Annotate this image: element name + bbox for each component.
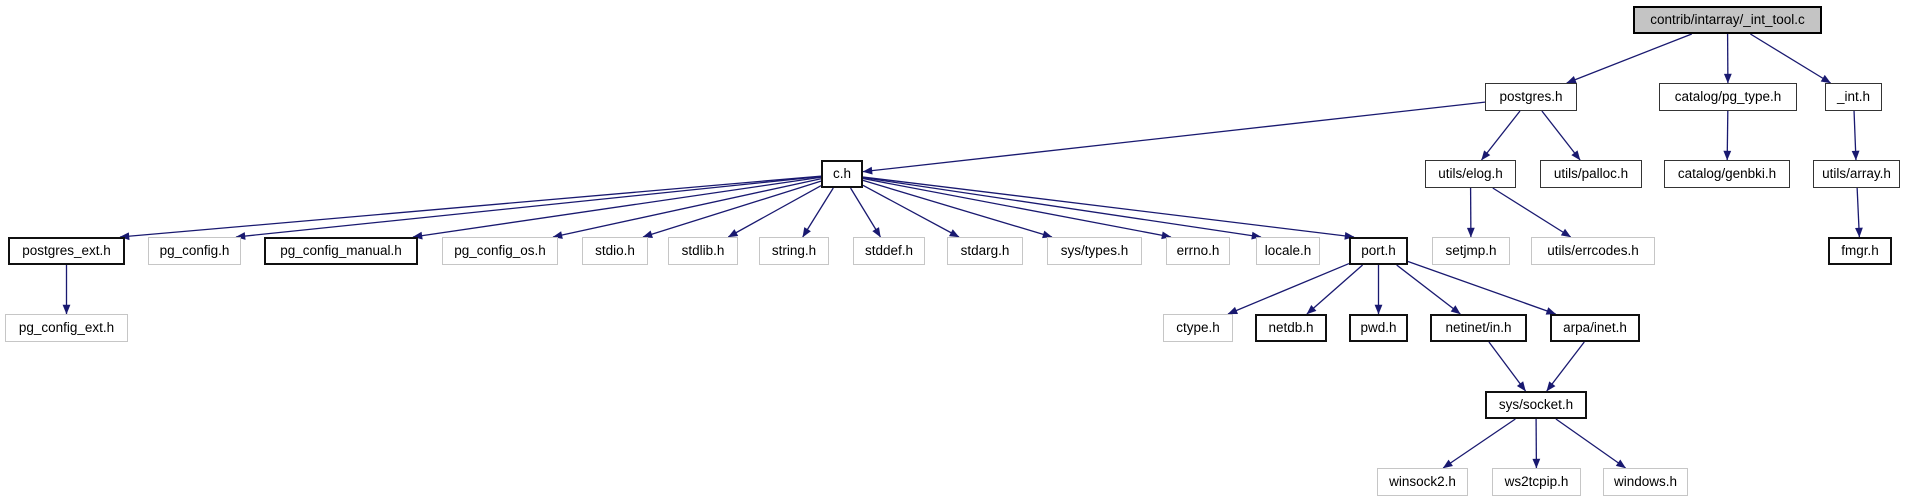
- graph-node-ws2tcpip_h[interactable]: ws2tcpip.h: [1492, 468, 1581, 496]
- include-edge-c_h--stddef_h: [849, 187, 882, 238]
- graph-node-pg_config_ext_h[interactable]: pg_config_ext.h: [5, 314, 128, 342]
- graph-node-postgres_ext_h[interactable]: postgres_ext.h: [8, 237, 125, 265]
- graph-node-int_h[interactable]: _int.h: [1825, 83, 1882, 111]
- graph-node-postgres_h[interactable]: postgres.h: [1485, 83, 1577, 111]
- include-edge-elog_h--errcodes_h: [1492, 187, 1572, 238]
- include-edge-arpa_inet_h--sys_socket_h: [1546, 341, 1585, 392]
- graph-node-pwd_h[interactable]: pwd.h: [1349, 314, 1408, 342]
- graph-node-array_h[interactable]: utils/array.h: [1813, 160, 1900, 188]
- include-edge-port_h--netinet_in_h: [1396, 264, 1461, 315]
- graph-node-fmgr_h[interactable]: fmgr.h: [1828, 237, 1892, 265]
- graph-node-stdlib_h[interactable]: stdlib.h: [668, 237, 738, 265]
- include-edge-c_h--stdio_h: [642, 180, 822, 238]
- include-edge-pg_type_h--genbki_h: [1723, 110, 1732, 161]
- graph-node-pg_config_manual_h[interactable]: pg_config_manual.h: [264, 237, 418, 265]
- graph-node-netinet_in_h[interactable]: netinet/in.h: [1430, 314, 1527, 342]
- graph-node-c_h[interactable]: c.h: [821, 160, 863, 188]
- include-edge-sys_socket_h--winsock2_h: [1442, 418, 1516, 469]
- graph-node-ctype_h[interactable]: ctype.h: [1163, 314, 1233, 342]
- graph-node-windows_h[interactable]: windows.h: [1603, 468, 1688, 496]
- include-edge-c_h--stdlib_h: [727, 185, 822, 238]
- graph-node-genbki_h[interactable]: catalog/genbki.h: [1664, 160, 1790, 188]
- include-edge-postgres_h--palloc_h: [1541, 110, 1581, 161]
- include-edge-c_h--errno_h: [862, 177, 1172, 240]
- graph-node-errcodes_h[interactable]: utils/errcodes.h: [1531, 237, 1655, 265]
- include-edge-c_h--port_h: [862, 176, 1355, 240]
- graph-node-arpa_inet_h[interactable]: arpa/inet.h: [1550, 314, 1640, 342]
- include-edge-port_h--arpa_inet_h: [1407, 260, 1557, 315]
- graph-node-pg_config_h[interactable]: pg_config.h: [148, 237, 241, 265]
- include-edge-port_h--ctype_h: [1227, 262, 1350, 315]
- graph-node-locale_h[interactable]: locale.h: [1256, 237, 1320, 265]
- include-edge-c_h--string_h: [802, 187, 834, 238]
- include-edge-int_tool_c--int_h: [1750, 33, 1831, 84]
- graph-node-stdio_h[interactable]: stdio.h: [582, 237, 648, 265]
- include-edge-int_tool_c--postgres_h: [1566, 33, 1693, 84]
- graph-node-netdb_h[interactable]: netdb.h: [1255, 314, 1327, 342]
- include-edge-array_h--fmgr_h: [1855, 187, 1863, 238]
- graph-node-port_h[interactable]: port.h: [1349, 237, 1408, 265]
- graph-node-stddef_h[interactable]: stddef.h: [853, 237, 925, 265]
- include-edge-netinet_in_h--sys_socket_h: [1488, 341, 1527, 392]
- graph-node-elog_h[interactable]: utils/elog.h: [1425, 160, 1516, 188]
- include-edge-int_h--array_h: [1851, 110, 1860, 161]
- graph-node-winsock2_h[interactable]: winsock2.h: [1377, 468, 1468, 496]
- graph-node-stdarg_h[interactable]: stdarg.h: [947, 237, 1023, 265]
- include-edge-c_h--pg_config_manual_h: [412, 176, 822, 240]
- include-edge-port_h--netdb_h: [1306, 264, 1364, 315]
- graph-node-pg_config_os_h[interactable]: pg_config_os.h: [442, 237, 558, 265]
- include-edge-postgres_h--elog_h: [1480, 110, 1521, 161]
- graph-node-string_h[interactable]: string.h: [759, 237, 829, 265]
- graph-node-setjmp_h[interactable]: setjmp.h: [1432, 237, 1510, 265]
- include-edge-c_h--pg_config_h: [235, 175, 822, 240]
- graph-node-sys_socket_h[interactable]: sys/socket.h: [1485, 391, 1587, 419]
- graph-node-int_tool_c[interactable]: contrib/intarray/_int_tool.c: [1633, 6, 1822, 34]
- include-edge-c_h--sys_types_h: [862, 179, 1053, 239]
- include-edge-c_h--stdarg_h: [862, 184, 960, 238]
- include-edge-sys_socket_h--windows_h: [1555, 418, 1626, 469]
- graph-node-palloc_h[interactable]: utils/palloc.h: [1540, 160, 1642, 188]
- graph-node-errno_h[interactable]: errno.h: [1166, 237, 1230, 265]
- include-edge-c_h--pg_config_os_h: [552, 178, 822, 239]
- include-edge-c_h--locale_h: [862, 176, 1262, 240]
- include-edge-postgres_h--c_h: [862, 101, 1486, 175]
- graph-node-sys_types_h[interactable]: sys/types.h: [1047, 237, 1142, 265]
- graph-node-pg_type_h[interactable]: catalog/pg_type.h: [1659, 83, 1797, 111]
- include-edge-c_h--postgres_ext_h: [119, 175, 822, 241]
